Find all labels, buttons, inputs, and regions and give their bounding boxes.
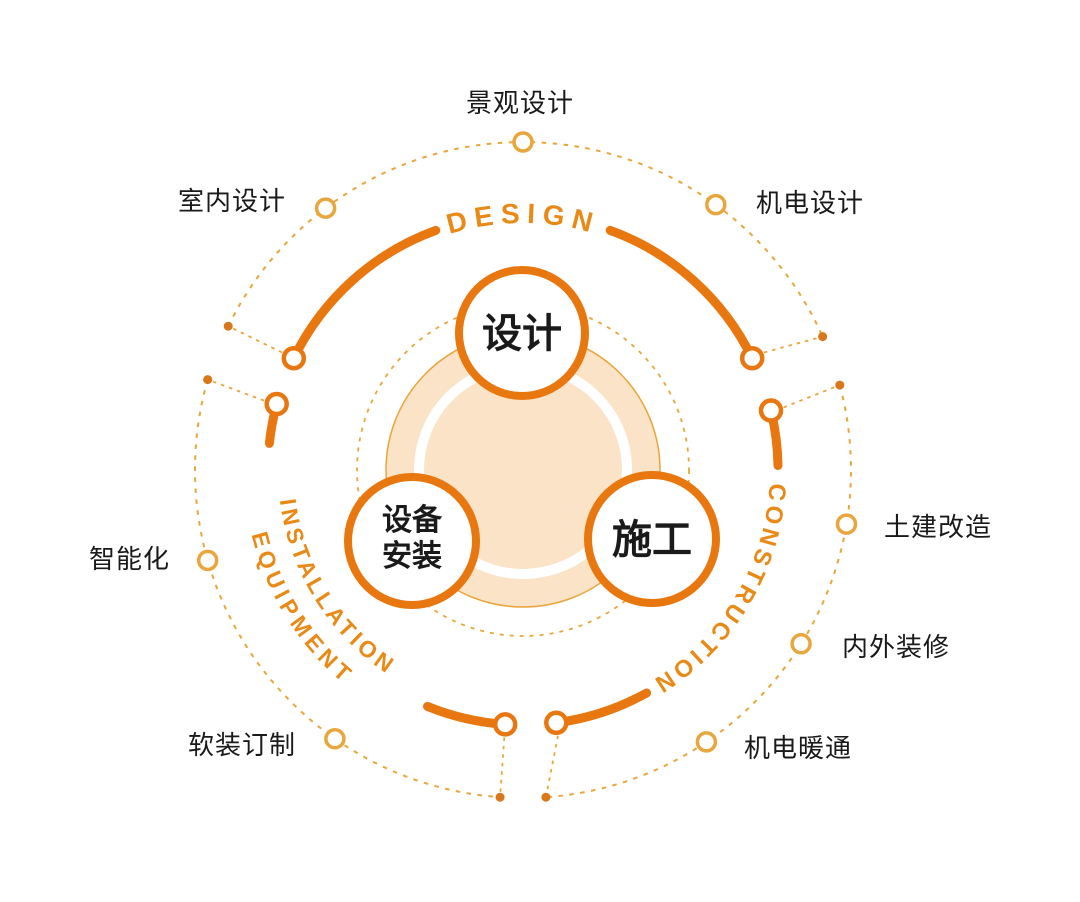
section-end-dot <box>203 375 213 385</box>
satellite-label-decoration: 内外装修 <box>842 632 950 662</box>
section-title-design: DESIGN <box>443 198 603 240</box>
core-circle-construction <box>584 471 720 607</box>
connector-construction-top <box>783 384 841 409</box>
node-mep-hvac <box>695 731 718 753</box>
node-smart-systems <box>196 549 219 572</box>
connector-equipment-top <box>207 378 265 402</box>
satellite-label-landscape-design: 景观设计 <box>466 88 574 118</box>
satellite-label-soft-furnishing: 软装订制 <box>188 730 296 760</box>
thick-arc-design-left <box>289 225 441 363</box>
core-label-equipment-line2: 安装 <box>382 540 442 573</box>
node-civil-renovation <box>835 513 858 535</box>
satellite-label-mep-design: 机电设计 <box>756 188 864 218</box>
connector-design-right <box>763 335 823 354</box>
core-circle-equipment <box>344 473 480 609</box>
arc-endcap <box>739 345 765 371</box>
connector-design-left <box>227 325 283 354</box>
section-end-dot <box>835 380 845 390</box>
node-interior-design <box>314 197 337 219</box>
outer-dashed-arc-design <box>227 141 824 338</box>
node-mep-design <box>705 193 727 216</box>
core-label-design: 设计 <box>482 312 562 356</box>
node-decoration <box>790 633 812 655</box>
section-end-dot <box>223 321 233 331</box>
section-end-dot <box>541 792 551 802</box>
node-soft-furnishing <box>324 727 346 750</box>
arc-endcap <box>264 391 289 417</box>
arc-endcap <box>758 398 784 423</box>
thick-arc-design-right <box>605 225 757 363</box>
thick-arc-construction-bottom <box>551 688 652 728</box>
outer-dashed-arc-equipment <box>194 379 501 799</box>
core-label-construction: 施工 <box>612 518 692 562</box>
satellite-label-civil-renovation: 土建改造 <box>884 512 992 542</box>
satellite-label-smart-systems: 智能化 <box>89 544 170 574</box>
core-label-equipment-line1: 设备 <box>382 503 443 537</box>
section-end-dot <box>495 792 505 802</box>
satellite-label-interior-design: 室内设计 <box>178 186 286 216</box>
connector-construction-bottom <box>545 735 559 798</box>
arc-endcap <box>492 712 518 737</box>
node-landscape-design <box>512 131 534 153</box>
arc-endcap <box>544 710 569 736</box>
outer-dashed-arc-construction <box>545 384 852 799</box>
section-title-design-text: DESIGN <box>443 198 596 240</box>
satellite-label-mep-hvac: 机电暖通 <box>744 733 852 763</box>
connector-equipment-bottom <box>499 737 506 798</box>
core-circle-design <box>455 266 589 400</box>
section-end-dot <box>818 332 828 342</box>
arc-endcap <box>281 345 307 371</box>
